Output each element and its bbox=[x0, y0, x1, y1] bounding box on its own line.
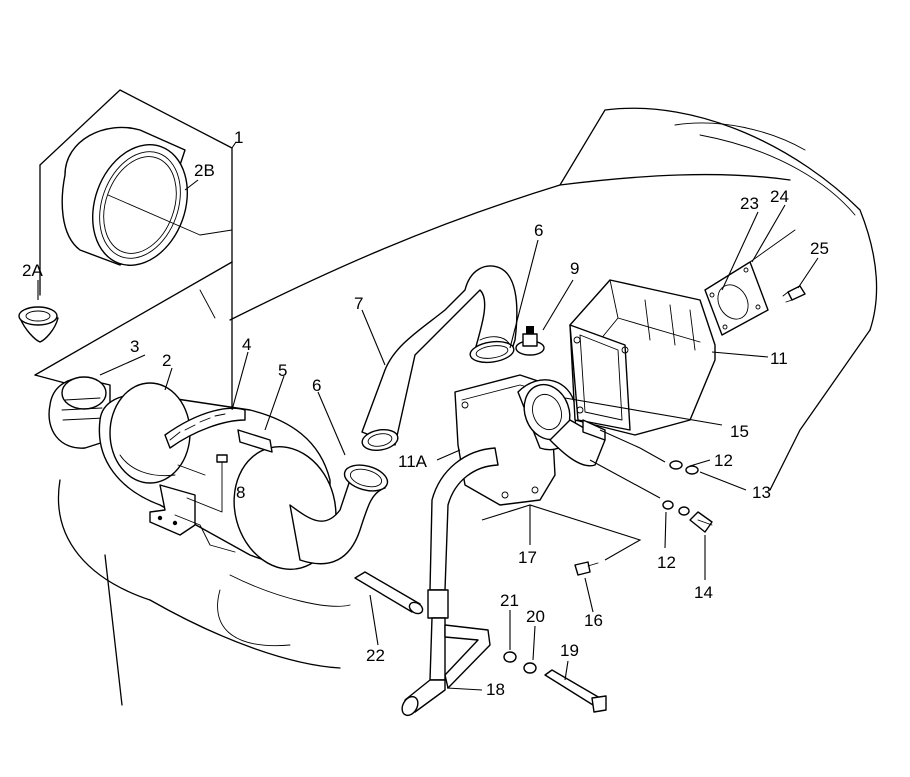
callout-5: 5 bbox=[278, 361, 287, 380]
callout-8: 8 bbox=[236, 483, 245, 502]
intercooler-box bbox=[569, 229, 806, 436]
background-silhouette bbox=[57, 107, 878, 706]
callout-labels: 1 2B 2A 3 2 4 5 6 7 6 9 8 11A 11 15 12 1… bbox=[22, 128, 829, 699]
callout-9: 9 bbox=[570, 259, 579, 278]
callout-19: 19 bbox=[560, 641, 579, 660]
callout-12-lower: 12 bbox=[657, 553, 676, 572]
callout-11: 11 bbox=[770, 349, 788, 368]
callout-6-left: 6 bbox=[312, 376, 321, 395]
callout-17: 17 bbox=[518, 548, 537, 567]
callout-18: 18 bbox=[486, 680, 505, 699]
callout-20: 20 bbox=[526, 607, 545, 626]
callout-1: 1 bbox=[234, 128, 243, 147]
callout-2B: 2B bbox=[194, 161, 215, 180]
intake-hose bbox=[361, 265, 518, 452]
leader-lines bbox=[37, 141, 819, 691]
callout-25: 25 bbox=[810, 239, 829, 258]
callout-13: 13 bbox=[752, 483, 771, 502]
callout-2: 2 bbox=[162, 351, 171, 370]
vacuator-valve bbox=[18, 306, 59, 343]
filter-element-group bbox=[34, 89, 233, 376]
callout-11A: 11A bbox=[398, 452, 428, 471]
callout-12-upper: 12 bbox=[714, 451, 733, 470]
sensor-part bbox=[515, 326, 545, 356]
callout-6-right: 6 bbox=[534, 221, 543, 240]
callout-21: 21 bbox=[500, 591, 519, 610]
callout-2A: 2A bbox=[22, 261, 43, 280]
callout-23: 23 bbox=[740, 194, 759, 213]
callout-7: 7 bbox=[354, 294, 363, 313]
callout-15: 15 bbox=[730, 422, 749, 441]
callout-22: 22 bbox=[366, 646, 385, 665]
manifold-adapter bbox=[454, 374, 606, 506]
callout-4: 4 bbox=[242, 335, 251, 354]
callout-16: 16 bbox=[584, 611, 603, 630]
hardware-parts bbox=[574, 419, 713, 576]
callout-14: 14 bbox=[694, 583, 713, 602]
callout-24: 24 bbox=[770, 187, 789, 206]
breather-pipe bbox=[354, 447, 607, 717]
callout-3: 3 bbox=[130, 337, 139, 356]
air-cleaner-assembly bbox=[34, 261, 389, 570]
